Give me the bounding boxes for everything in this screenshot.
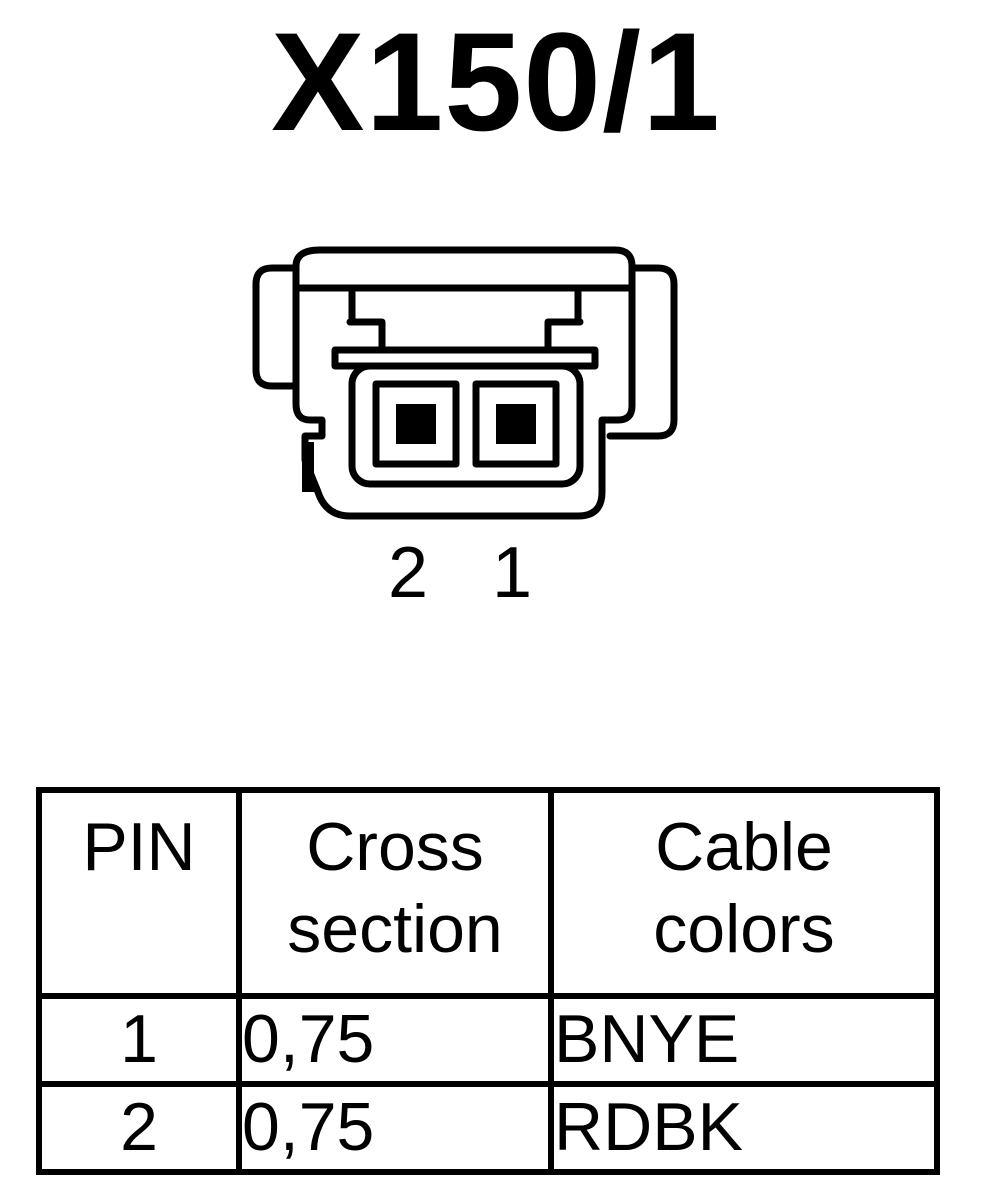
pin-assignment-table: PIN Cross section Cable colors 1 0,75 BN… bbox=[36, 787, 940, 1175]
cable-color-cell: BNYE bbox=[548, 993, 940, 1087]
header-cross-section: Cross section bbox=[236, 787, 554, 999]
table-row: 1 0,75 BNYE bbox=[36, 993, 940, 1087]
cross-section-cell: 0,75 bbox=[236, 1081, 554, 1175]
cable-color-cell: RDBK bbox=[548, 1081, 940, 1175]
right-latch-outline bbox=[606, 264, 678, 440]
left-foot bbox=[302, 442, 314, 492]
cross-section-cell: 0,75 bbox=[236, 993, 554, 1087]
table-row: 2 0,75 RDBK bbox=[36, 1081, 940, 1175]
connector-drawing bbox=[252, 246, 678, 520]
connector-title: X150/1 bbox=[271, 3, 721, 160]
cavity-1 bbox=[472, 380, 560, 468]
pin-2-contact bbox=[396, 404, 436, 444]
pin-number-cell: 1 bbox=[36, 993, 242, 1087]
right-clip bbox=[544, 318, 584, 354]
pin-1-contact bbox=[496, 404, 536, 444]
left-latch-outline bbox=[252, 264, 299, 390]
pin-label-2: 2 bbox=[388, 533, 429, 613]
header-pin: PIN bbox=[36, 787, 242, 999]
locking-bar bbox=[331, 346, 599, 370]
pin-number-cell: 2 bbox=[36, 1081, 242, 1175]
table-header-row: PIN Cross section Cable colors bbox=[36, 787, 940, 999]
pin-label-1: 1 bbox=[492, 533, 533, 613]
left-clip bbox=[346, 318, 386, 354]
cavity-2 bbox=[372, 380, 460, 468]
housing-outline bbox=[292, 246, 636, 520]
header-cable-colors: Cable colors bbox=[548, 787, 940, 999]
terminal-block bbox=[348, 362, 584, 488]
inner-frame bbox=[348, 288, 582, 326]
